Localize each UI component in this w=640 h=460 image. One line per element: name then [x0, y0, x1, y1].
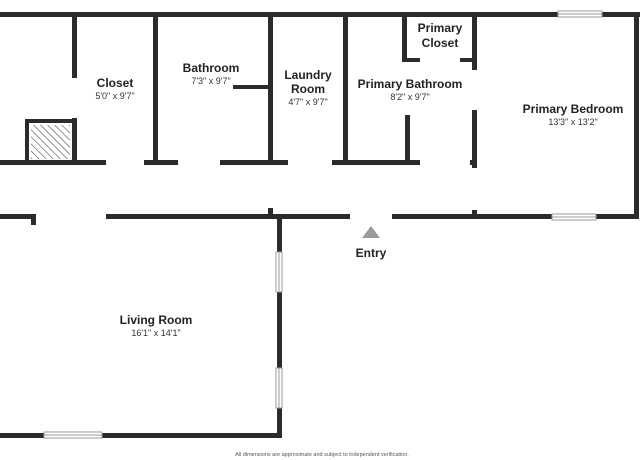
shaft-hatch — [31, 125, 70, 159]
primary-bathroom-name: Primary Bathroom — [358, 77, 463, 91]
closet-side-opening — [72, 78, 77, 118]
wall-closet-bath — [153, 12, 158, 165]
living-opening — [36, 214, 106, 219]
corridor-post — [268, 208, 273, 216]
disclaimer: All dimensions are approximate and subje… — [235, 452, 409, 458]
bathroom-name: Bathroom — [183, 61, 240, 75]
wall-pbath-bedroom — [472, 12, 477, 219]
primary-bedroom-dims: 13'3" x 13'2" — [548, 117, 597, 127]
living-bottom-wall — [0, 433, 282, 438]
primary-bath-stub — [405, 115, 410, 162]
primary-bath-door — [420, 160, 470, 165]
top-wall — [0, 12, 640, 17]
living-room-dims: 16'1" x 14'1" — [131, 328, 180, 338]
closet-door — [106, 160, 144, 165]
door-openings — [36, 58, 477, 219]
bathroom-stub — [233, 85, 270, 89]
primary-closet-left-wall — [402, 12, 407, 60]
laundry-door — [288, 160, 332, 165]
rooms-bottom-wall — [0, 160, 476, 165]
bedroom-door — [472, 168, 477, 210]
wall-laundry-pbath — [343, 12, 348, 165]
entry-arrow-icon — [362, 226, 380, 238]
wall-bath-laundry — [268, 12, 273, 165]
entry-door — [350, 214, 392, 219]
closet-name: Closet — [97, 76, 134, 90]
left-stub-post — [31, 214, 36, 225]
bathroom-door — [178, 160, 220, 165]
bathroom-dims: 7'3" x 9'7" — [191, 76, 230, 86]
primary-closet-name-line1: Primary — [418, 21, 463, 35]
right-wall — [634, 12, 639, 219]
closet-dims: 5'0" x 9'7" — [95, 91, 134, 101]
laundry-dims: 4'7" x 9'7" — [288, 97, 327, 107]
primary-bathroom-dims: 8'2" x 9'7" — [390, 92, 429, 102]
pbath-bedroom-door — [472, 70, 477, 110]
primary-closet-door — [420, 58, 460, 62]
laundry-name-line1: Laundry — [284, 68, 332, 82]
shaft-box — [25, 119, 76, 165]
primary-bedroom-name: Primary Bedroom — [523, 102, 624, 116]
windows — [43, 10, 603, 439]
living-room-name: Living Room — [120, 313, 193, 327]
left-stub-wall — [0, 214, 36, 219]
laundry-name-line2: Room — [291, 82, 325, 96]
living-right-wall — [277, 214, 282, 437]
primary-closet-name-line2: Closet — [422, 36, 459, 50]
entry-label: Entry — [356, 246, 387, 260]
